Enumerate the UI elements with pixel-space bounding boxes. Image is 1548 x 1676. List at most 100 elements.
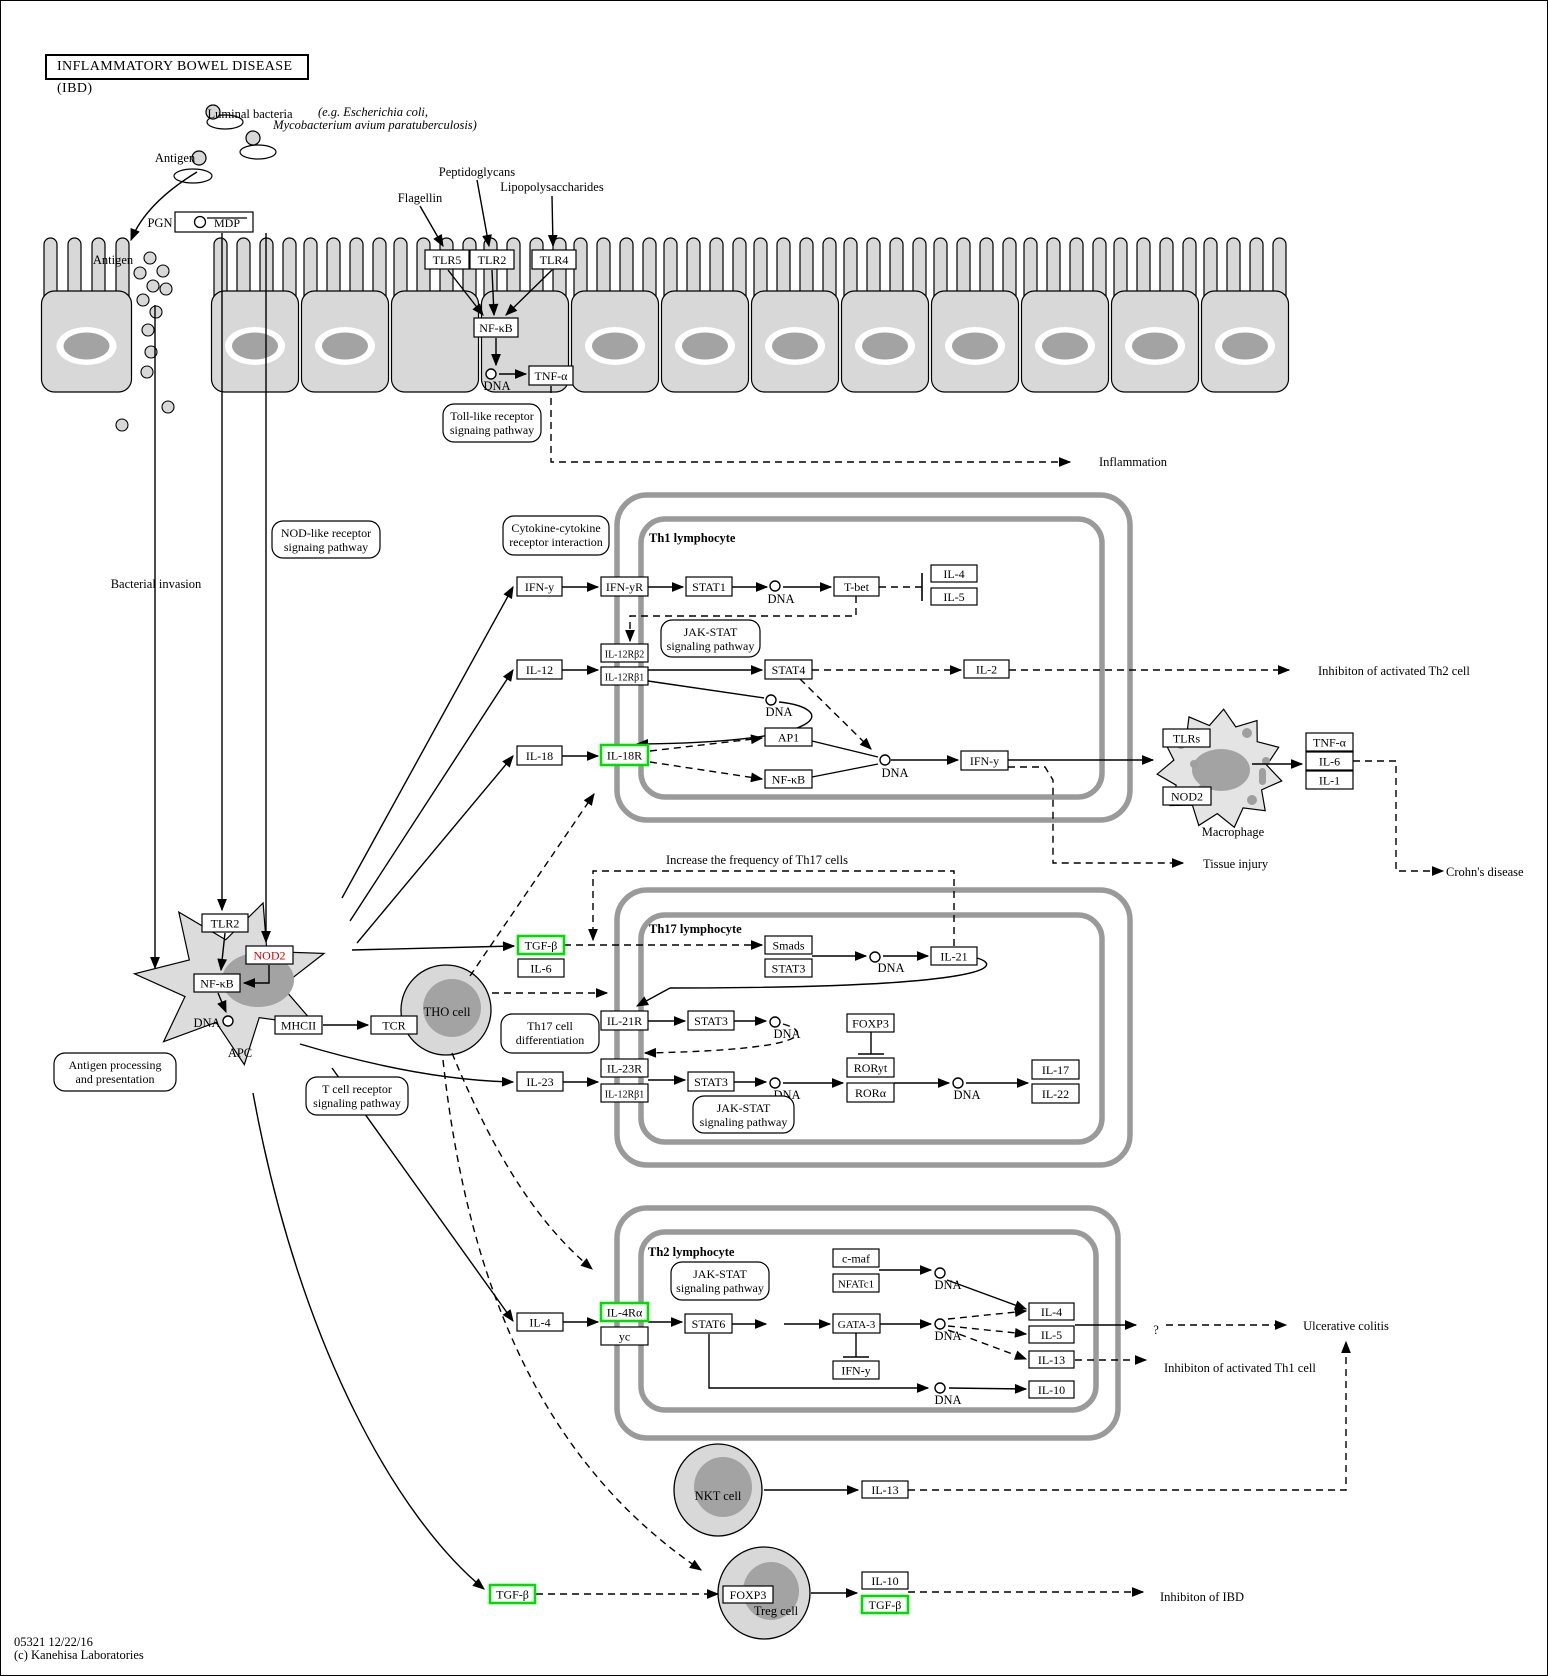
gene-box[interactable] (722, 1585, 774, 1604)
gene-box[interactable] (193, 973, 241, 993)
gene-box[interactable] (930, 564, 978, 583)
gene-stat3-b[interactable]: STAT3 (687, 1010, 735, 1031)
gene-nod2-apc[interactable]: NOD2 (245, 945, 294, 965)
gene-box[interactable] (846, 1013, 895, 1033)
gene-box[interactable] (599, 743, 650, 767)
gene-cmaf[interactable]: c-maf (832, 1248, 880, 1268)
gene-box[interactable] (687, 1010, 735, 1031)
gene-box[interactable] (516, 576, 563, 597)
gene-box[interactable] (1305, 770, 1354, 790)
gene-box[interactable] (930, 587, 978, 606)
gene-il12rb2[interactable]: IL-12Rβ2 (600, 643, 649, 663)
gene-box[interactable] (516, 934, 566, 956)
pathway-box-shape[interactable] (500, 1013, 600, 1054)
pathway-box-shape[interactable] (660, 619, 761, 658)
gene-il5-th1[interactable]: IL-5 (930, 587, 978, 606)
gene-il22[interactable]: IL-22 (1031, 1083, 1080, 1104)
gene-box[interactable] (764, 659, 813, 680)
gene-smads[interactable]: Smads (764, 935, 813, 955)
gene-box[interactable] (600, 643, 649, 663)
gene-tlrs[interactable]: TLRs (1162, 728, 1211, 748)
gene-box[interactable] (832, 1273, 880, 1293)
gene-il12-in[interactable]: IL-12 (516, 659, 563, 680)
gene-box[interactable] (516, 1312, 564, 1332)
gene-box[interactable] (531, 249, 577, 270)
gene-tgfb-th17[interactable]: TGF-β (516, 934, 566, 956)
pathway-box-shape[interactable] (670, 1261, 770, 1301)
gene-box[interactable] (833, 576, 880, 597)
pathway-box-shape[interactable] (442, 403, 542, 443)
gene-ifng-th2[interactable]: IFN-y (832, 1360, 880, 1380)
gene-stat3-a[interactable]: STAT3 (764, 958, 813, 978)
gene-stat4[interactable]: STAT4 (764, 659, 813, 680)
gene-il4-out[interactable]: IL-4 (1028, 1302, 1075, 1321)
gene-box[interactable] (1028, 1325, 1075, 1344)
gene-tgfb-bl[interactable]: TGF-β (488, 1583, 537, 1605)
gene-box[interactable] (1028, 1302, 1075, 1321)
gene-box[interactable] (1162, 728, 1211, 748)
gene-mdp[interactable]: MDP (174, 211, 254, 233)
gene-box[interactable] (600, 1083, 649, 1103)
gene-nod2-mac[interactable]: NOD2 (1162, 786, 1212, 806)
gene-rora[interactable]: RORα (846, 1082, 895, 1103)
gene-il5-out[interactable]: IL-5 (1028, 1325, 1075, 1344)
gene-tnfa-mac[interactable]: TNF-α (1305, 732, 1354, 752)
gene-nfatc1[interactable]: NFATc1 (832, 1273, 880, 1293)
pathway-box-shape[interactable] (502, 515, 610, 556)
gene-stat3-c[interactable]: STAT3 (687, 1071, 735, 1092)
gene-box[interactable] (473, 317, 519, 338)
gene-il21[interactable]: IL-21 (930, 946, 978, 966)
gene-box[interactable] (1162, 786, 1212, 806)
gene-tlr5[interactable]: TLR5 (424, 249, 470, 270)
gene-box[interactable] (516, 1071, 564, 1092)
gene-foxp3-th17[interactable]: FOXP3 (846, 1013, 895, 1033)
gene-il13-nkt[interactable]: IL-13 (861, 1480, 909, 1499)
gene-box[interactable] (516, 659, 563, 680)
gene-stat6[interactable]: STAT6 (684, 1313, 733, 1334)
gene-ifng-in[interactable]: IFN-y (516, 576, 563, 597)
gene-box[interactable] (846, 1082, 895, 1103)
gene-box[interactable] (469, 249, 515, 270)
gene-box[interactable] (685, 576, 733, 597)
gene-tnfa-epi[interactable]: TNF-α (528, 365, 574, 386)
gene-box[interactable] (684, 1313, 733, 1334)
gene-box[interactable] (201, 913, 249, 933)
pathway-box-shape[interactable] (271, 520, 381, 559)
gene-il10-treg[interactable]: IL-10 (861, 1571, 909, 1590)
gene-box[interactable] (174, 211, 254, 233)
gene-il13-out[interactable]: IL-13 (1028, 1350, 1075, 1369)
gene-box[interactable] (1305, 751, 1354, 771)
gene-nfkb-epi[interactable]: NF-κB (473, 317, 519, 338)
gene-nfkb-th1[interactable]: NF-κB (764, 769, 813, 789)
gene-tbet[interactable]: T-bet (833, 576, 880, 597)
gene-box[interactable] (599, 1301, 650, 1323)
gene-box[interactable] (600, 576, 649, 597)
gene-box[interactable] (424, 249, 470, 270)
gene-box[interactable] (488, 1583, 537, 1605)
gene-box[interactable] (516, 745, 563, 766)
gene-box[interactable] (960, 750, 1009, 771)
gene-tlr2-epi[interactable]: TLR2 (469, 249, 515, 270)
gene-box[interactable] (1031, 1059, 1080, 1080)
gene-box[interactable] (1031, 1083, 1080, 1104)
gene-il12rb1-b[interactable]: IL-12Rβ1 (600, 1083, 649, 1103)
gene-il4-th1[interactable]: IL-4 (930, 564, 978, 583)
gene-box[interactable] (861, 1571, 909, 1590)
gene-box[interactable] (1305, 732, 1354, 752)
gene-box[interactable] (963, 659, 1010, 679)
gene-foxp3-treg[interactable]: FOXP3 (722, 1585, 774, 1604)
gene-il18-in[interactable]: IL-18 (516, 745, 563, 766)
gene-il6-mac[interactable]: IL-6 (1305, 751, 1354, 771)
gene-il6-th17[interactable]: IL-6 (517, 958, 565, 978)
gene-stat1[interactable]: STAT1 (685, 576, 733, 597)
gene-box[interactable] (764, 935, 813, 955)
gene-box[interactable] (832, 1313, 881, 1334)
gene-tgfb-treg[interactable]: TGF-β (860, 1594, 910, 1615)
gene-box[interactable] (764, 727, 813, 747)
